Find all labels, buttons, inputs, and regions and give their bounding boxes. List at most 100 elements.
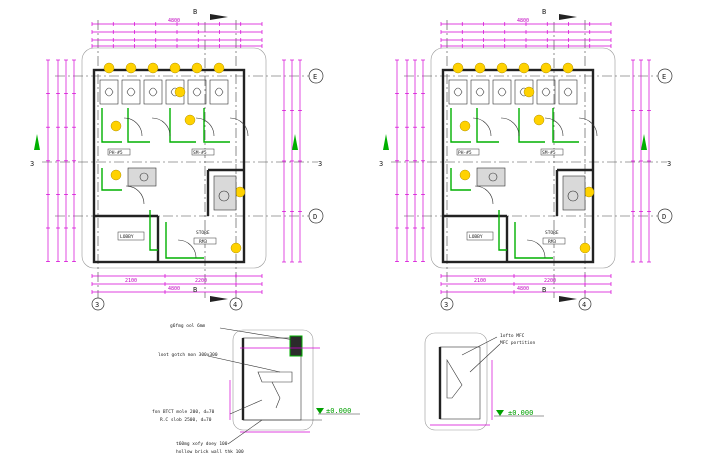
section-arrow-icon [559, 296, 577, 302]
light-fixture-icon [523, 86, 535, 98]
dimension-total-top: 4800 [517, 18, 529, 24]
cubicle-top [558, 79, 578, 105]
dimension-total-bottom: 4800 [517, 286, 529, 292]
door-swing-icon [151, 117, 171, 137]
leader-line [227, 419, 263, 445]
light-fixture-icon [474, 62, 486, 74]
door-swing-icon [177, 239, 197, 259]
section-pad [232, 329, 314, 431]
wc-pan-icon [475, 87, 485, 97]
cubicle-partition [127, 108, 150, 143]
section-arrow-icon [383, 134, 389, 150]
basin-counter-hatch [476, 167, 506, 187]
section-note: t60mg xofy doey 100 [176, 441, 228, 447]
room-label-store-no: RM3 [199, 239, 207, 245]
door-swing-icon [578, 117, 598, 137]
light-fixture-icon [496, 62, 508, 74]
wc-pan-icon [148, 87, 158, 97]
cubicle-partition [552, 108, 579, 143]
plan-outline-pad [81, 47, 267, 269]
level-label: ±0.000 [326, 407, 351, 415]
light-fixture-icon [540, 62, 552, 74]
section-note: MFC portition [500, 340, 536, 346]
wc-pan-icon [541, 87, 551, 97]
room-label-lobby: LOBBY [469, 234, 483, 240]
level-marker-icon [316, 408, 324, 414]
light-fixture-icon [191, 62, 203, 74]
section-note: g6fmg ool 6mm [170, 323, 206, 329]
basin-icon [488, 172, 498, 182]
section-note: fon BTCT mole 200, d=70 [152, 409, 215, 415]
room-tag [456, 148, 480, 156]
wc-pan-icon [126, 87, 136, 97]
leader-line [219, 327, 295, 341]
grid-bubble [578, 297, 592, 311]
section-slab-hatch [289, 335, 303, 357]
light-fixture-icon [174, 86, 186, 98]
section-arrow-icon [210, 14, 228, 20]
basin-counter-hatch [127, 167, 157, 187]
room-tag [542, 237, 566, 245]
section-label-b-top: B [193, 8, 197, 16]
room-label-store: STORE [196, 230, 210, 236]
leader-line [469, 343, 501, 373]
section-note: loot gotch mon 300x300 [158, 352, 218, 358]
light-fixture-icon [184, 114, 196, 126]
dimension-bottom-right: 2200 [195, 278, 207, 284]
cubicle-partition [476, 108, 499, 143]
grid-bubble [229, 297, 243, 311]
light-fixture-icon [234, 186, 246, 198]
leader-line [461, 336, 498, 356]
exterior-wall [441, 68, 595, 264]
light-fixture-icon [562, 62, 574, 74]
grid-label-d: D [313, 213, 317, 221]
grid-bubble [308, 208, 324, 224]
plan-outline-pad [430, 47, 616, 269]
room-label-ph: PH-#5 [458, 150, 472, 156]
section-note: R.C slob 2500, d=70 [160, 417, 212, 423]
leader-line [207, 355, 281, 373]
section-detail-left: ±0.000 g6fmg ool 6mm loot gotch mon 300x… [152, 323, 360, 455]
dimension-bottom-left: 2100 [474, 278, 486, 284]
grid-bubble [308, 68, 324, 84]
section-label-b-bottom: B [542, 286, 546, 294]
cubicle-partition [450, 108, 471, 143]
section-label-3-right: 3 [318, 160, 322, 168]
room-label-lobby: LOBBY [120, 234, 134, 240]
section-arrow-icon [559, 14, 577, 20]
room-label-ph: PH-#5 [109, 150, 123, 156]
dimension-total-bottom: 4800 [168, 286, 180, 292]
section-detail-right: ±0.000 1ofto MFC MFC portition [424, 332, 544, 431]
door-swing-icon [474, 185, 494, 205]
room-label-store: STORE [545, 230, 559, 236]
door-swing-icon [195, 117, 215, 137]
light-fixture-icon [452, 62, 464, 74]
grid-label-4: 4 [582, 301, 586, 309]
room-tag [191, 148, 215, 156]
door-swing-icon [544, 117, 564, 137]
wc-pan-icon [497, 87, 507, 97]
level-label: ±0.000 [508, 409, 533, 417]
cubicle-top [470, 79, 490, 105]
drain-icon [218, 190, 230, 202]
dimension-bottom-right: 2200 [544, 278, 556, 284]
basin-icon [139, 172, 149, 182]
leader-line [229, 399, 263, 415]
door-swing-icon [125, 185, 145, 205]
partition [101, 168, 122, 191]
light-fixture-icon [459, 120, 471, 132]
door-swing-icon [123, 117, 143, 137]
drain-icon [567, 190, 579, 202]
light-fixture-icon [459, 169, 471, 181]
grid-bubble [657, 208, 673, 224]
light-fixture-icon [579, 242, 591, 254]
light-fixture-icon [230, 242, 242, 254]
room-tag [107, 148, 131, 156]
section-label-3-right: 3 [667, 160, 671, 168]
light-fixture-icon [533, 114, 545, 126]
section-label-b-bottom: B [193, 286, 197, 294]
section-wall-outline [439, 346, 481, 420]
level-marker-icon [496, 410, 504, 416]
wc-pan-icon [104, 87, 114, 97]
basin-icon [257, 371, 293, 383]
